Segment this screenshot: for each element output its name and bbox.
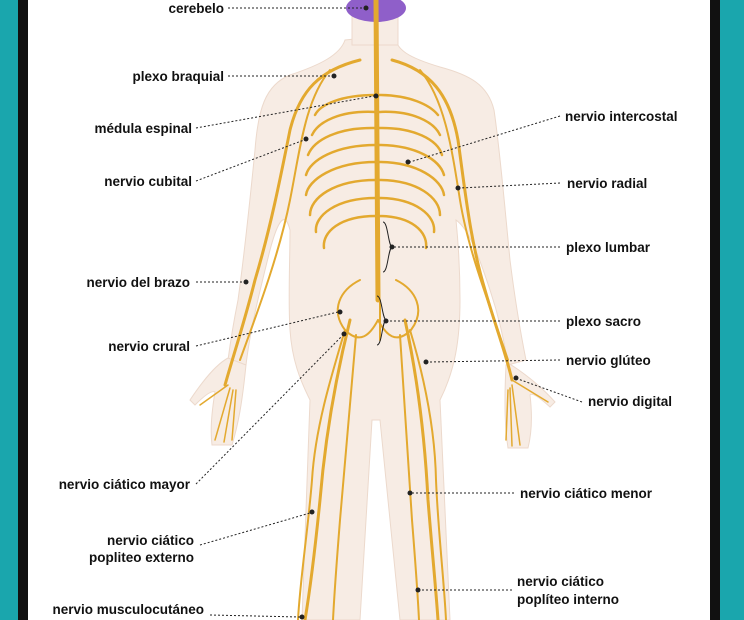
label-nervio-ciatico-popliteo-externo-1: nervio ciático [107, 533, 194, 548]
intercostal-nerves [304, 93, 446, 250]
label-nervio-del-brazo: nervio del brazo [86, 275, 190, 290]
label-nervio-gluteo: nervio glúteo [566, 353, 651, 368]
label-plexo-lumbar: plexo lumbar [566, 240, 651, 255]
left-hand-nerves [199, 384, 237, 443]
right-leg-nerve-2 [409, 329, 447, 620]
left-leg-nerve-3 [332, 334, 357, 620]
left-leg-nerve-2 [297, 329, 346, 620]
label-nervio-ciatico-popliteo-interno-2: poplíteo interno [517, 592, 619, 607]
label-nervio-cubital: nervio cubital [104, 174, 192, 189]
label-medula-espinal: médula espinal [94, 121, 192, 136]
labels-right: nervio intercostal nervio radial plexo l… [517, 109, 678, 607]
label-nervio-intercostal: nervio intercostal [565, 109, 678, 124]
torso-shape [227, 34, 527, 620]
label-plexo-braquial: plexo braquial [132, 69, 224, 84]
label-nervio-digital: nervio digital [588, 394, 672, 409]
label-nervio-ciatico-mayor: nervio ciático mayor [59, 477, 191, 492]
left-leg-nerve [303, 318, 352, 620]
label-cerebelo: cerebelo [168, 1, 224, 16]
label-nervio-ciatico-popliteo-interno-1: nervio ciático [517, 574, 604, 589]
spinal-cord [373, 0, 381, 303]
right-leg-nerve [403, 318, 440, 620]
label-nervio-ciatico-popliteo-externo-2: popliteo externo [89, 550, 194, 565]
left-arm-nerve [223, 58, 362, 387]
right-leg-nerve-3 [399, 334, 420, 620]
label-nervio-crural: nervio crural [108, 339, 190, 354]
label-plexo-sacro: plexo sacro [566, 314, 641, 329]
nerve-network [199, 0, 549, 620]
right-arm-nerve-2 [419, 69, 509, 361]
left-arm-nerve-2 [239, 69, 331, 361]
leader-lines [195, 5, 583, 620]
body-silhouette [189, 0, 556, 620]
label-nervio-musculocutaneo: nervio musculocutáneo [52, 602, 204, 617]
label-nervio-radial: nervio radial [567, 176, 647, 191]
labels-left: cerebelo plexo braquial médula espinal n… [52, 1, 224, 617]
right-hand-nerves [505, 379, 549, 447]
label-nervio-ciatico-menor: nervio ciático menor [520, 486, 653, 501]
